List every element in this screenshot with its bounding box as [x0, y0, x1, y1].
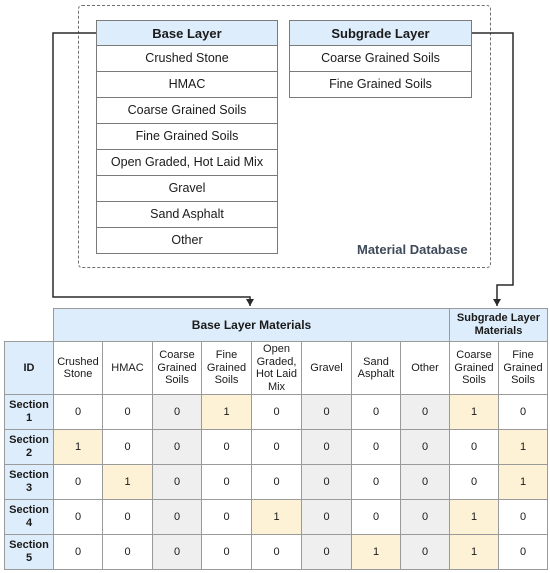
row-header: Section 1	[4, 394, 54, 430]
subgrade-layer-list: Subgrade Layer Coarse Grained Soils Fine…	[289, 20, 472, 98]
material-database-caption: Material Database	[357, 242, 468, 257]
base-layer-item: Open Graded, Hot Laid Mix	[96, 150, 278, 176]
matrix-cell: 0	[498, 394, 548, 430]
table-row: Section 4 0 0 0 0 1 0 0 0 1 0	[4, 499, 548, 535]
matrix-cell: 0	[53, 499, 103, 535]
matrix-cell: 0	[301, 429, 352, 465]
column-header: Coarse Grained Soils	[152, 341, 202, 395]
table-row: Section 1 0 0 0 1 0 0 0 0 1 0	[4, 394, 548, 430]
matrix-cell: 0	[251, 534, 302, 570]
matrix-cell: 0	[201, 464, 252, 500]
material-matrix-table: Base Layer Materials Subgrade Layer Mate…	[4, 308, 548, 570]
base-layer-item: Gravel	[96, 176, 278, 202]
column-header: Fine Grained Soils	[201, 341, 252, 395]
matrix-cell: 0	[301, 464, 352, 500]
base-layer-item: Sand Asphalt	[96, 202, 278, 228]
matrix-cell: 1	[102, 464, 153, 500]
matrix-cell: 0	[102, 429, 153, 465]
matrix-cell: 0	[251, 429, 302, 465]
row-header: Section 2	[4, 429, 54, 465]
matrix-cell: 0	[201, 499, 252, 535]
matrix-cell: 0	[251, 464, 302, 500]
matrix-cell: 0	[152, 534, 202, 570]
column-header: Sand Asphalt	[351, 341, 401, 395]
column-header: Crushed Stone	[53, 341, 103, 395]
matrix-cell: 1	[201, 394, 252, 430]
table-row: Section 2 1 0 0 0 0 0 0 0 0 1	[4, 429, 548, 465]
matrix-cell: 0	[400, 464, 450, 500]
matrix-cell: 0	[351, 394, 401, 430]
matrix-cell: 0	[351, 429, 401, 465]
base-layer-item: Fine Grained Soils	[96, 124, 278, 150]
subgrade-layer-item: Coarse Grained Soils	[289, 46, 472, 72]
matrix-cell: 0	[152, 394, 202, 430]
column-header: Other	[400, 341, 450, 395]
matrix-cell: 0	[351, 464, 401, 500]
matrix-cell: 0	[498, 499, 548, 535]
row-header: Section 3	[4, 464, 54, 500]
table-row: Section 3 0 1 0 0 0 0 0 0 0 1	[4, 464, 548, 500]
matrix-cell: 0	[301, 499, 352, 535]
matrix-cell: 1	[498, 464, 548, 500]
row-header: Section 4	[4, 499, 54, 535]
matrix-cell: 0	[201, 429, 252, 465]
base-layer-item: Crushed Stone	[96, 46, 278, 72]
matrix-cell: 0	[201, 534, 252, 570]
matrix-cell: 0	[53, 464, 103, 500]
matrix-cell: 0	[301, 534, 352, 570]
matrix-cell: 1	[53, 429, 103, 465]
matrix-cell: 0	[251, 394, 302, 430]
column-header: HMAC	[102, 341, 153, 395]
matrix-cell: 0	[152, 464, 202, 500]
matrix-cell: 1	[449, 499, 499, 535]
id-column-header: ID	[4, 341, 54, 395]
matrix-cell: 0	[152, 429, 202, 465]
matrix-cell: 1	[449, 534, 499, 570]
matrix-cell: 1	[449, 394, 499, 430]
base-layer-title: Base Layer	[96, 20, 278, 46]
column-header: Coarse Grained Soils	[449, 341, 499, 395]
matrix-cell: 0	[449, 429, 499, 465]
matrix-cell: 1	[251, 499, 302, 535]
base-layer-item: Other	[96, 228, 278, 254]
matrix-cell: 0	[400, 534, 450, 570]
matrix-cell: 0	[449, 464, 499, 500]
matrix-cell: 0	[400, 394, 450, 430]
base-layer-item: Coarse Grained Soils	[96, 98, 278, 124]
matrix-cell: 0	[102, 534, 153, 570]
matrix-cell: 0	[301, 394, 352, 430]
subgrade-layer-materials-header: Subgrade Layer Materials	[449, 308, 548, 342]
base-layer-item: HMAC	[96, 72, 278, 98]
matrix-cell: 0	[102, 499, 153, 535]
matrix-cell: 0	[152, 499, 202, 535]
row-header: Section 5	[4, 534, 54, 570]
base-layer-materials-header: Base Layer Materials	[53, 308, 450, 342]
column-header: Fine Grained Soils	[498, 341, 548, 395]
table-row: Section 5 0 0 0 0 0 0 1 0 1 0	[4, 534, 548, 570]
subgrade-layer-title: Subgrade Layer	[289, 20, 472, 46]
matrix-cell: 0	[498, 534, 548, 570]
matrix-cell: 0	[102, 394, 153, 430]
column-header: Open Graded, Hot Laid Mix	[251, 341, 302, 395]
subgrade-layer-item: Fine Grained Soils	[289, 72, 472, 98]
matrix-cell: 0	[53, 534, 103, 570]
matrix-cell: 0	[351, 499, 401, 535]
matrix-cell: 1	[351, 534, 401, 570]
matrix-cell: 0	[400, 499, 450, 535]
matrix-cell: 0	[400, 429, 450, 465]
matrix-cell: 0	[53, 394, 103, 430]
matrix-cell: 1	[498, 429, 548, 465]
column-header: Gravel	[301, 341, 352, 395]
base-layer-list: Base Layer Crushed Stone HMAC Coarse Gra…	[96, 20, 278, 254]
